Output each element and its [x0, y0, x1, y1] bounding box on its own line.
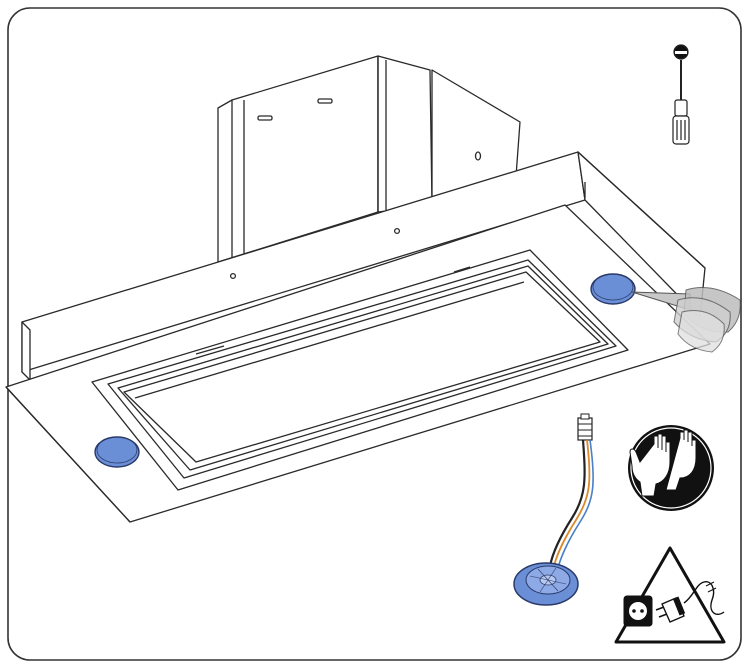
flat-screwdriver-icon — [672, 44, 690, 145]
lamp-cover-left — [94, 436, 140, 468]
disconnect-power-warning-icon — [614, 546, 726, 644]
protective-gloves-icon — [628, 425, 714, 511]
screwdriver-prying-tool — [631, 287, 741, 353]
cooker-hood — [5, 55, 711, 523]
led-lamp-with-cable — [513, 413, 594, 606]
glass-panel — [123, 271, 601, 463]
lamp-cover-right — [590, 273, 636, 305]
